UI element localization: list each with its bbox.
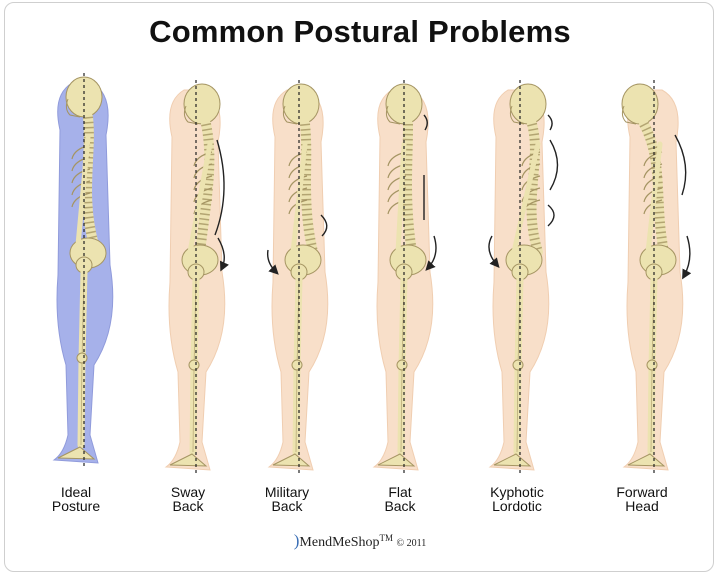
- rib: [643, 199, 663, 215]
- rib: [193, 163, 213, 179]
- rib: [288, 187, 308, 203]
- knee-joint: [188, 359, 200, 371]
- arm-bone: [395, 141, 407, 255]
- skeleton-figure-1: [52, 73, 114, 467]
- curvature-arrow: [320, 214, 328, 237]
- arm-bone: [290, 141, 308, 255]
- brand-name: MendMeShop: [299, 535, 380, 550]
- foot-bones: [627, 453, 666, 467]
- jaw: [385, 105, 401, 125]
- curvature-arrow: [549, 139, 559, 191]
- spine: [526, 119, 543, 257]
- curvature-arrow: [266, 249, 279, 275]
- skeleton-figure-3: [266, 80, 329, 474]
- credit-line: )MendMeShopTM © 2011: [0, 531, 720, 551]
- foot-bones: [493, 453, 532, 467]
- brand-logo-mark: ): [293, 531, 300, 550]
- knee-joint: [76, 352, 88, 364]
- trademark: TM: [379, 533, 394, 543]
- curvature-arrow: [547, 114, 553, 131]
- skull: [183, 83, 221, 125]
- curvature-arrow: [423, 114, 428, 131]
- diagram-frame: [4, 2, 714, 572]
- foot-bones: [272, 453, 311, 467]
- foot-bones: [169, 453, 208, 467]
- knee-joint: [512, 359, 524, 371]
- curvature-arrow: [682, 235, 692, 280]
- skull: [282, 83, 320, 125]
- jaw: [509, 105, 525, 125]
- rib: [643, 187, 663, 203]
- rib: [193, 175, 213, 191]
- diagram-title: Common Postural Problems: [149, 14, 571, 49]
- knee-joint: [396, 359, 408, 371]
- curvature-arrow: [217, 237, 229, 272]
- rib: [71, 180, 91, 196]
- skull: [621, 83, 659, 125]
- skull: [509, 83, 547, 125]
- rib: [288, 199, 308, 215]
- curvature-arrow: [214, 139, 225, 236]
- foot-bones: [57, 446, 96, 460]
- foot-bones: [377, 453, 416, 467]
- curvature-arrow: [488, 235, 500, 268]
- arm-bone: [511, 141, 541, 255]
- arm-bone: [187, 141, 213, 255]
- spine: [402, 119, 417, 257]
- rib: [521, 163, 541, 179]
- curvature-arrow: [547, 204, 555, 227]
- curvature-arrow: [674, 134, 687, 196]
- skeleton-figure-6: [621, 80, 692, 474]
- jaw: [282, 105, 298, 125]
- spine: [82, 112, 99, 250]
- spine: [195, 119, 215, 257]
- rib: [288, 175, 308, 191]
- skeleton-figure-5: [488, 80, 559, 474]
- rib: [71, 192, 91, 208]
- curvature-arrow: [425, 235, 437, 271]
- knee-joint: [291, 359, 303, 371]
- rib: [643, 175, 663, 191]
- arm-bone: [75, 134, 91, 248]
- jaw: [65, 98, 81, 118]
- copyright-year: © 2011: [396, 538, 427, 549]
- skeleton-figure-2: [164, 80, 229, 474]
- arm-bone: [645, 141, 663, 255]
- knee-joint: [646, 359, 658, 371]
- jaw: [621, 105, 637, 125]
- skeleton-figure-4: [372, 80, 437, 474]
- spine: [300, 119, 318, 257]
- jaw: [183, 105, 199, 125]
